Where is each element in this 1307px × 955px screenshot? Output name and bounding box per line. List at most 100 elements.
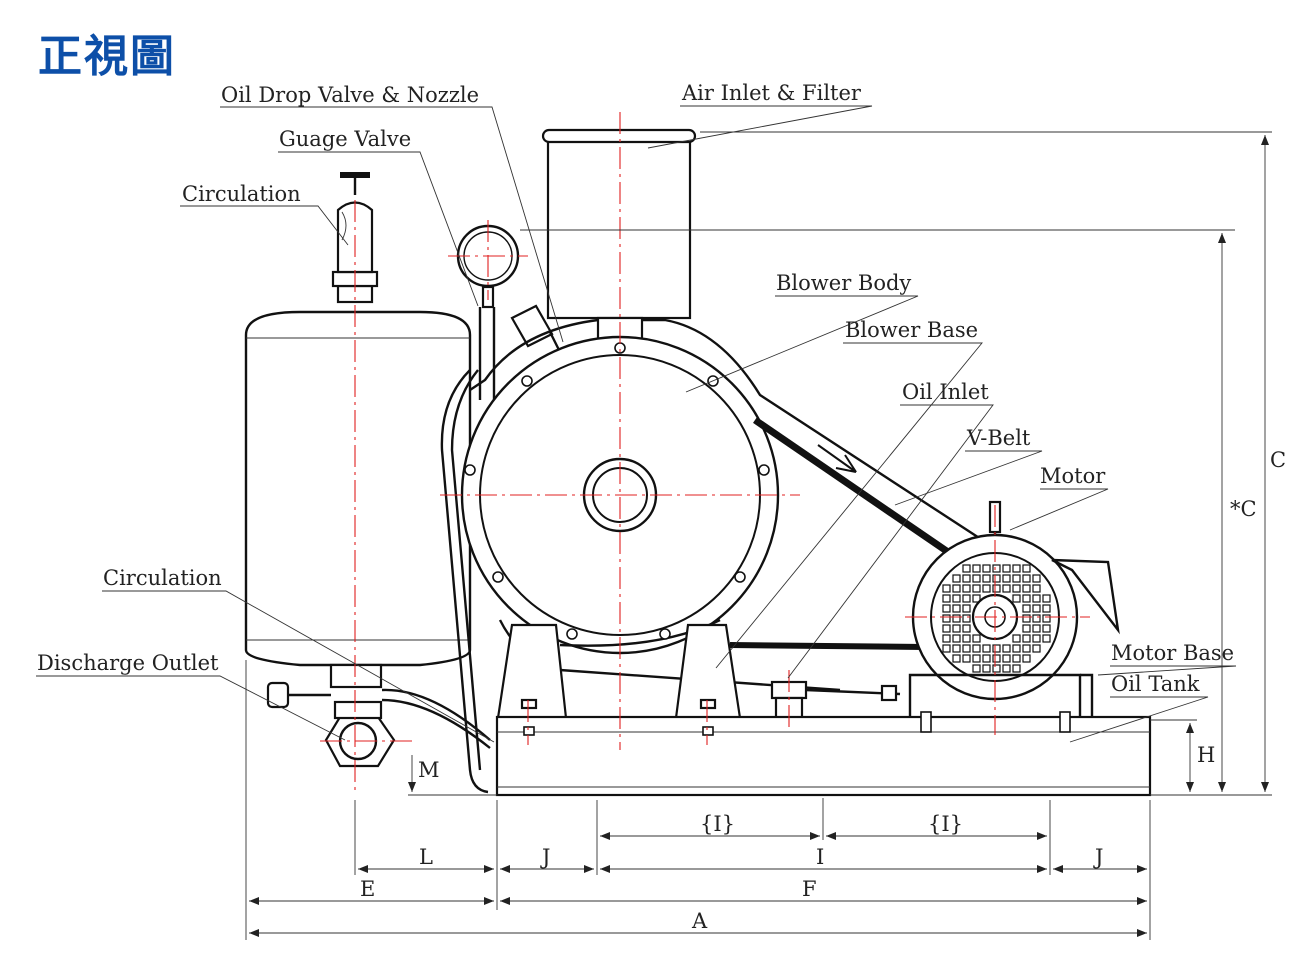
motor-vent-square: [972, 584, 981, 593]
dim-h: H: [1197, 743, 1215, 767]
motor-vent-square: [942, 594, 951, 603]
dim-j-left: J: [540, 845, 550, 869]
dimension-lines: [245, 131, 1272, 940]
label-oil-tank: Oil Tank: [1111, 672, 1200, 696]
motor-vent-square: [942, 634, 951, 643]
motor-vent-square: [982, 654, 991, 663]
motor-vent-square: [1012, 654, 1021, 663]
motor-vent-square: [962, 574, 971, 583]
label-oil-inlet: Oil Inlet: [902, 380, 989, 404]
motor-vent-square: [1012, 664, 1021, 673]
motor-vent-square: [1022, 584, 1031, 593]
motor-vent-square: [952, 654, 961, 663]
dim-c-star: *C: [1230, 497, 1257, 521]
motor-vent-square: [962, 614, 971, 623]
motor-vent-square: [962, 624, 971, 633]
motor-vent-square: [1012, 634, 1021, 643]
motor-vent-square: [1042, 634, 1051, 643]
label-discharge-outlet: Discharge Outlet: [37, 651, 219, 675]
motor-vent-square: [1022, 644, 1031, 653]
motor-vent-square: [1012, 564, 1021, 573]
dim-l: L: [419, 845, 433, 869]
leader-lines: [36, 105, 1237, 743]
motor-vent-square: [982, 644, 991, 653]
motor-vent-square: [1002, 654, 1011, 663]
motor-vent-square: [952, 584, 961, 593]
motor-vent-square: [992, 644, 1001, 653]
motor-vent-square: [982, 584, 991, 593]
motor-vent-square: [992, 564, 1001, 573]
motor-vent-square: [962, 654, 971, 663]
motor: [911, 500, 1120, 701]
motor-vent-square: [972, 634, 981, 643]
motor-vent-square: [1022, 594, 1031, 603]
component-labels: Oil Drop Valve & Nozzle Air Inlet & Filt…: [37, 81, 1234, 696]
motor-vent-square: [952, 614, 961, 623]
motor-vent-square: [982, 664, 991, 673]
motor-vent-square: [952, 634, 961, 643]
motor-vent-square: [972, 574, 981, 583]
motor-vent-square: [972, 564, 981, 573]
motor-vent-square: [952, 624, 961, 633]
motor-vent-square: [1032, 634, 1041, 643]
label-circulation-bottom: Circulation: [103, 566, 222, 590]
motor-vent-square: [1032, 644, 1041, 653]
label-v-belt: V-Belt: [966, 426, 1031, 450]
blower-base-feet: [496, 623, 742, 720]
label-blower-body: Blower Body: [776, 271, 911, 295]
motor-vent-square: [992, 574, 1001, 583]
motor-vent-square: [1022, 624, 1031, 633]
motor-vent-square: [982, 564, 991, 573]
motor-vent-square: [1022, 564, 1031, 573]
label-motor: Motor: [1040, 464, 1106, 488]
motor-vent-square: [942, 624, 951, 633]
centerlines: [320, 112, 1090, 790]
v-belt: [729, 417, 950, 650]
motor-vent-square: [972, 644, 981, 653]
motor-vent-square: [962, 634, 971, 643]
motor-vent-square: [1002, 584, 1011, 593]
motor-vent-square: [1012, 594, 1021, 603]
dim-i-half-right: {I}: [928, 812, 963, 836]
motor-vent-square: [1042, 594, 1051, 603]
motor-vent-square: [982, 574, 991, 583]
motor-vent-square: [1032, 584, 1041, 593]
dim-i-half-left: {I}: [700, 812, 735, 836]
air-filter: [541, 128, 697, 342]
motor-vent-square: [1042, 624, 1051, 633]
motor-vent-square: [992, 654, 1001, 663]
motor-vent-square: [942, 614, 951, 623]
motor-vent-square: [992, 584, 1001, 593]
page-title: 正視圖: [38, 31, 176, 82]
label-circulation-top: Circulation: [182, 182, 301, 206]
motor-vent-square: [1022, 604, 1031, 613]
motor-vent-square: [1032, 604, 1041, 613]
motor-vent-square: [1002, 664, 1011, 673]
oil-tank-vessel: [244, 310, 472, 709]
motor-vent-square: [1032, 594, 1041, 603]
base-bolts: [523, 711, 1071, 736]
motor-vent-square: [1022, 654, 1031, 663]
label-motor-base: Motor Base: [1111, 641, 1234, 665]
motor-vent-square: [1012, 584, 1021, 593]
motor-vent-square: [962, 594, 971, 603]
label-guage-valve: Guage Valve: [279, 127, 411, 151]
motor-vent-square: [952, 644, 961, 653]
motor-vent-square: [992, 664, 1001, 673]
motor-vent-square: [972, 654, 981, 663]
oil-inlet-fitting: [770, 680, 901, 720]
dim-e: E: [360, 877, 375, 901]
motor-vent-square: [962, 644, 971, 653]
motor-vent-square: [972, 664, 981, 673]
motor-vent-square: [1022, 574, 1031, 583]
dimension-labels: C *C H M {I} {I} L J I J E F A: [360, 448, 1286, 933]
discharge-outlet-fitting: [324, 700, 396, 768]
motor-vent-square: [1002, 644, 1011, 653]
motor-vent-square: [972, 594, 981, 603]
motor-vent-square: [1042, 614, 1051, 623]
dim-a: A: [691, 909, 708, 933]
motor-vent-square: [942, 584, 951, 593]
dim-i: I: [816, 845, 824, 869]
dim-c: C: [1270, 448, 1286, 472]
